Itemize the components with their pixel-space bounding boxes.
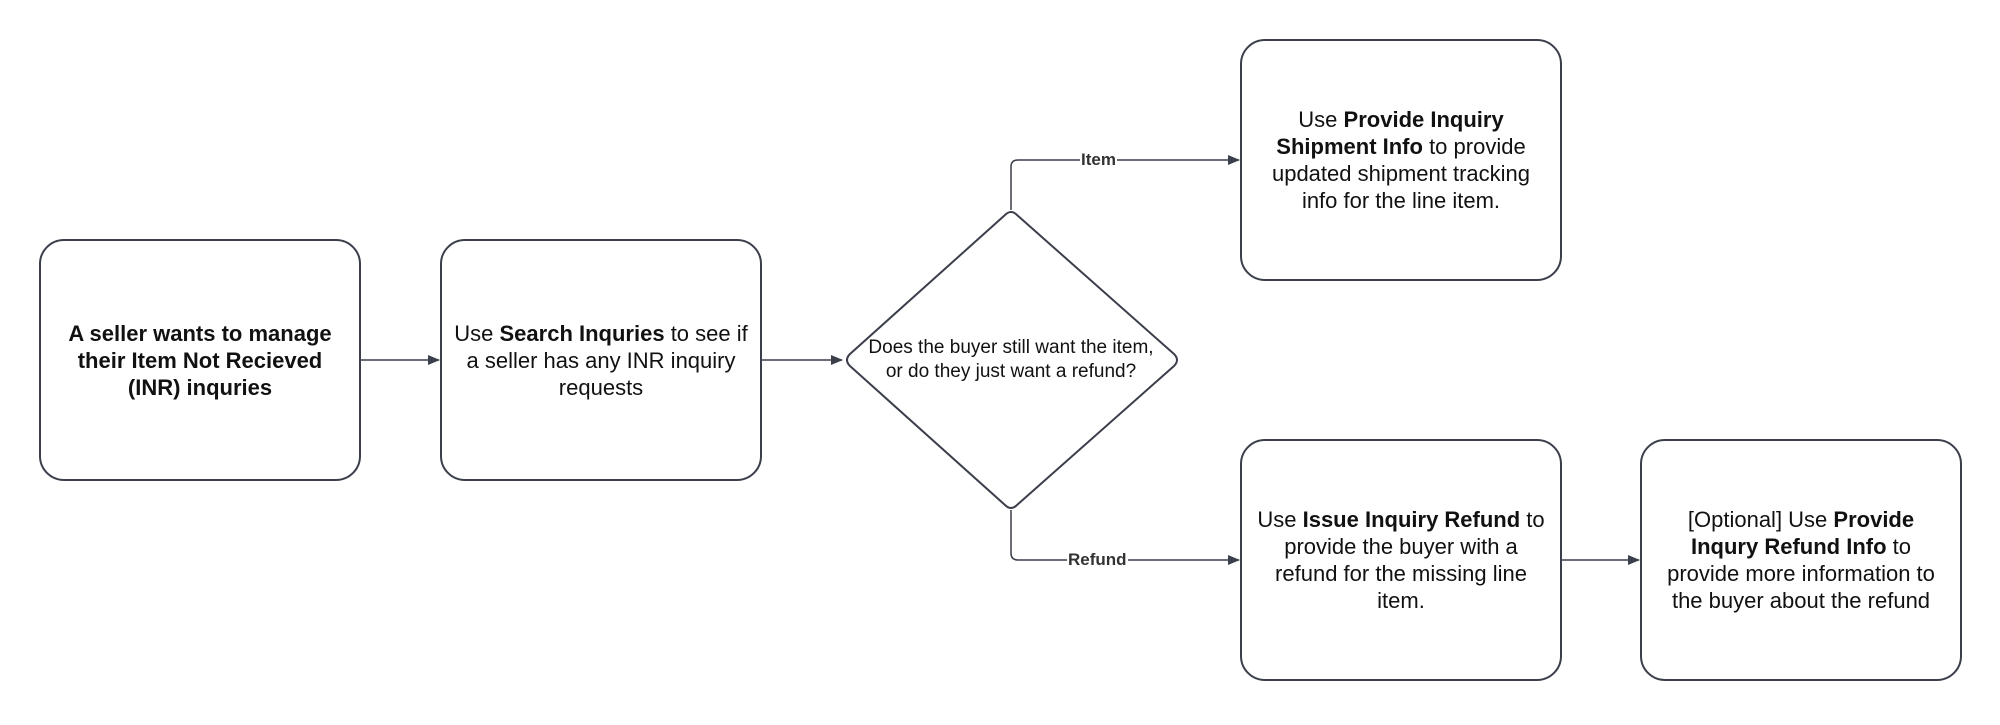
node-refund-text: Use Issue Inquiry Refund to provide the …: [1257, 450, 1545, 670]
edge-label-item: Item: [1080, 150, 1117, 170]
node-refund-info-text: [Optional] Use Provide Inqury Refund Inf…: [1654, 450, 1948, 670]
node-text-run: to provide the buyer with a refund for t…: [1275, 507, 1545, 613]
node-text-run: Issue Inquiry Refund: [1302, 507, 1521, 532]
node-decision-text: Does the buyer still want the item, or d…: [861, 300, 1161, 420]
edge-label-refund: Refund: [1067, 550, 1128, 570]
node-decision-shape: [846, 211, 1178, 509]
edge-decision-to-shipment: [1010, 155, 1240, 210]
node-text-run: to see if a seller has any INR inquiry r…: [466, 320, 748, 400]
edge-decision-to-refund: [1010, 510, 1240, 565]
node-refund-shape: [1240, 439, 1562, 681]
node-text-run: A seller wants to manage their Item Not …: [68, 320, 332, 400]
node-text-run: to provide more information to the buyer…: [1667, 534, 1935, 613]
node-start-text: A seller wants to manage their Item Not …: [56, 250, 344, 470]
node-shipment-text: Use Provide Inquiry Shipment Info to pro…: [1257, 50, 1545, 270]
node-refund-info-shape: [1640, 439, 1962, 681]
node-text-run: Use: [454, 320, 500, 346]
node-search-text: Use Search Inquries to see if a seller h…: [454, 250, 748, 470]
node-text-run: [Optional] Use: [1687, 507, 1834, 532]
node-text-run: Use: [1257, 507, 1303, 532]
node-start-shape: [39, 239, 361, 481]
node-text-run: Use: [1298, 107, 1344, 132]
node-search-shape: [440, 239, 762, 481]
node-text-run: Does the buyer still want the item, or d…: [868, 337, 1154, 382]
node-text-run: Provide Inquiry Shipment Info: [1276, 107, 1504, 159]
node-text-run: Search Inquries: [499, 320, 665, 346]
node-shipment-shape: [1240, 39, 1562, 281]
node-text-run: to provide updated shipment tracking inf…: [1271, 134, 1531, 213]
node-text-run: Provide Inqury Refund Info: [1691, 507, 1915, 559]
